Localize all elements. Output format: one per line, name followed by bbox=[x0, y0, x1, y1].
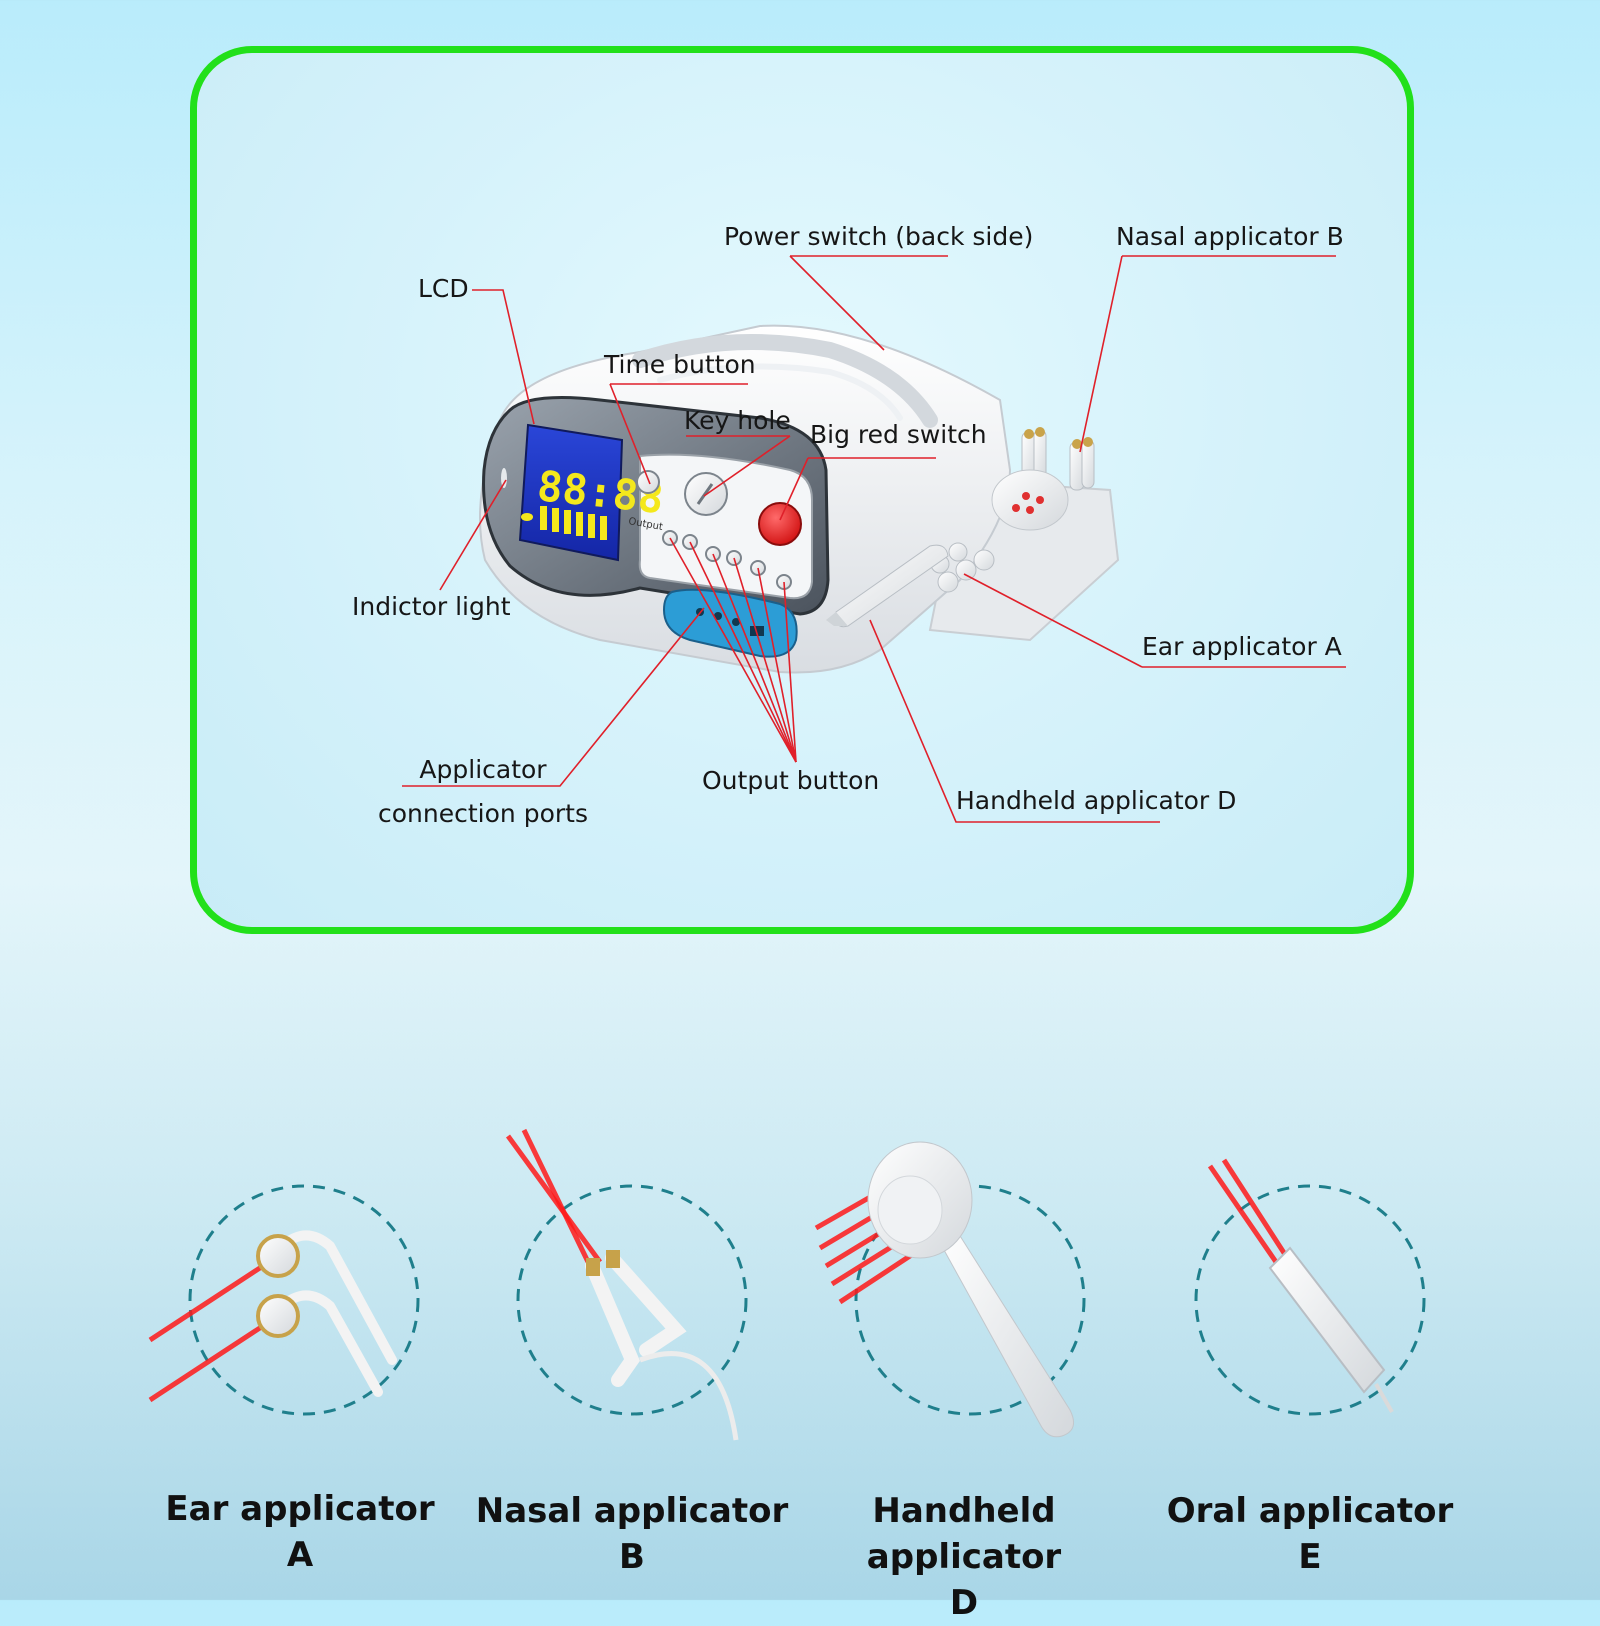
caption-handheld-applicator-name: Handheld applicator bbox=[866, 1491, 1062, 1577]
callout-power-switch: Power switch (back side) bbox=[724, 222, 1034, 251]
caption-handheld-applicator-letter: D bbox=[949, 1583, 979, 1623]
ear-applicator-holder bbox=[930, 542, 995, 593]
nasal-applicator-illustration bbox=[505, 1128, 748, 1441]
time-button bbox=[636, 470, 660, 494]
nasal-applicator-holder bbox=[991, 427, 1095, 531]
callout-applicator-ports-line2: connection ports bbox=[378, 799, 588, 828]
callout-nasal-applicator-b: Nasal applicator B bbox=[1116, 222, 1344, 251]
handheld-applicator-illustration bbox=[814, 1141, 1086, 1438]
caption-oral-applicator-letter: E bbox=[1298, 1537, 1322, 1577]
callout-applicator-ports-line1: Applicator bbox=[419, 755, 547, 784]
callout-ear-applicator-a: Ear applicator A bbox=[1142, 632, 1342, 661]
callout-handheld-applicator-d: Handheld applicator D bbox=[956, 786, 1237, 815]
callout-time-button: Time button bbox=[604, 350, 756, 379]
caption-nasal-applicator: Nasal applicator B bbox=[452, 1488, 812, 1580]
callout-lcd: LCD bbox=[418, 274, 469, 303]
ear-applicator-illustration bbox=[148, 1184, 420, 1416]
callout-big-red-switch: Big red switch bbox=[810, 420, 987, 449]
caption-nasal-applicator-letter: B bbox=[619, 1537, 645, 1577]
leader-lines bbox=[402, 255, 1346, 823]
caption-ear-applicator: Ear applicator A bbox=[120, 1486, 480, 1578]
caption-oral-applicator: Oral applicator E bbox=[1130, 1488, 1490, 1580]
callout-key-hole: Key hole bbox=[684, 406, 791, 435]
indicator-light bbox=[501, 468, 507, 488]
callout-applicator-ports: Applicator connection ports bbox=[372, 748, 594, 836]
laser-therapy-device: 88:88 Output bbox=[479, 324, 1120, 674]
caption-ear-applicator-letter: A bbox=[286, 1535, 314, 1575]
callout-output-button: Output button bbox=[702, 766, 880, 795]
applicator-illustrations bbox=[148, 1128, 1426, 1441]
caption-handheld-applicator: Handheld applicator D bbox=[784, 1488, 1144, 1626]
big-red-switch bbox=[758, 502, 802, 546]
caption-oral-applicator-name: Oral applicator bbox=[1166, 1491, 1454, 1531]
handheld-applicator-pen bbox=[826, 544, 949, 628]
caption-ear-applicator-name: Ear applicator bbox=[165, 1489, 435, 1529]
callout-indicator-light: Indictor light bbox=[352, 592, 511, 621]
caption-nasal-applicator-name: Nasal applicator bbox=[475, 1491, 789, 1531]
oral-applicator-illustration bbox=[1194, 1158, 1426, 1416]
